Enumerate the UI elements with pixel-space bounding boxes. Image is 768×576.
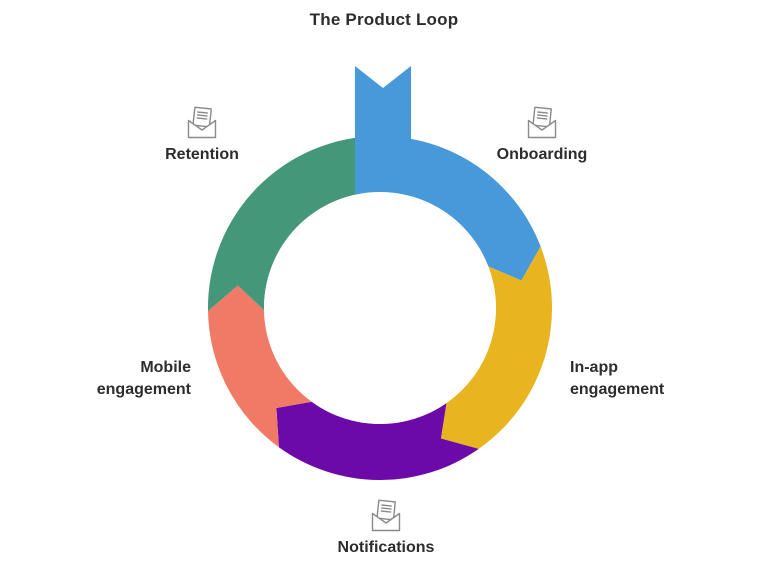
label-onboarding: Onboarding [496, 146, 588, 163]
open-envelope-icon [527, 106, 557, 139]
segment-in-app-engagement [440, 246, 553, 449]
segment-onboarding [380, 136, 541, 281]
label-line: engagement [96, 381, 191, 398]
node-retention: Retention [132, 106, 272, 164]
label-retention: Retention [165, 146, 239, 163]
open-envelope-icon [371, 499, 401, 532]
open-envelope-icon [187, 106, 217, 139]
page-title: The Product Loop [309, 10, 459, 29]
node-notifications: Notifications [316, 499, 456, 557]
segment-mobile-engagement [208, 285, 312, 448]
donut-hole [264, 192, 496, 424]
label-in-app-engagement: In-app engagement [570, 357, 664, 401]
label-notifications: Notifications [337, 539, 435, 556]
segment-notifications [276, 401, 479, 481]
node-onboarding: Onboarding [472, 106, 612, 164]
label-mobile-engagement: Mobile engagement [97, 357, 191, 401]
label-line: In-app [570, 359, 618, 376]
label-line: engagement [570, 381, 665, 398]
label-line: Mobile [140, 359, 191, 376]
